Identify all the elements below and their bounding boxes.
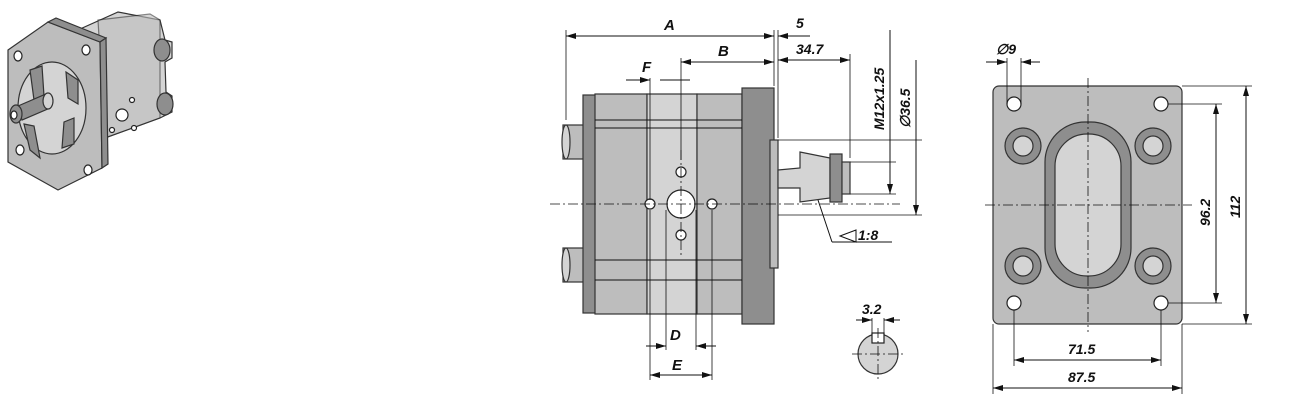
pump-isometric-illustration [7,11,174,191]
dim-label-taper: 1:8 [858,227,878,243]
pump-side-view [550,87,900,325]
dim-label-key-width: 3.2 [862,301,882,317]
dim-label-thread: M12x1.25 [871,68,887,130]
pump-front-view [985,78,1192,332]
dim-label-bolt-horizontal: 71.5 [1068,341,1095,357]
shaft-key-detail: 3.2 [852,301,904,380]
dim-label-pilot-diameter: ∅36.5 [897,88,913,128]
dim-label-f: F [642,59,652,76]
dim-label-height: 112 [1227,195,1243,218]
dim-label-5: 5 [796,15,804,31]
dim-label-bolt-vertical: 96.2 [1197,199,1213,226]
dim-label-width: 87.5 [1068,369,1095,385]
dim-label-a: A [663,17,675,34]
dim-label-d: D [670,327,681,344]
dim-label-hole-diameter: ∅9 [996,41,1016,57]
front-view-dimensions: ∅9 96.2 112 71.5 87.5 [986,41,1252,394]
dim-label-b: B [718,43,729,60]
side-view-dimensions: A 5 B 34.7 F D E M12x1.25 [565,15,922,380]
dim-label-34-7: 34.7 [796,41,824,57]
dim-label-e: E [672,357,683,374]
